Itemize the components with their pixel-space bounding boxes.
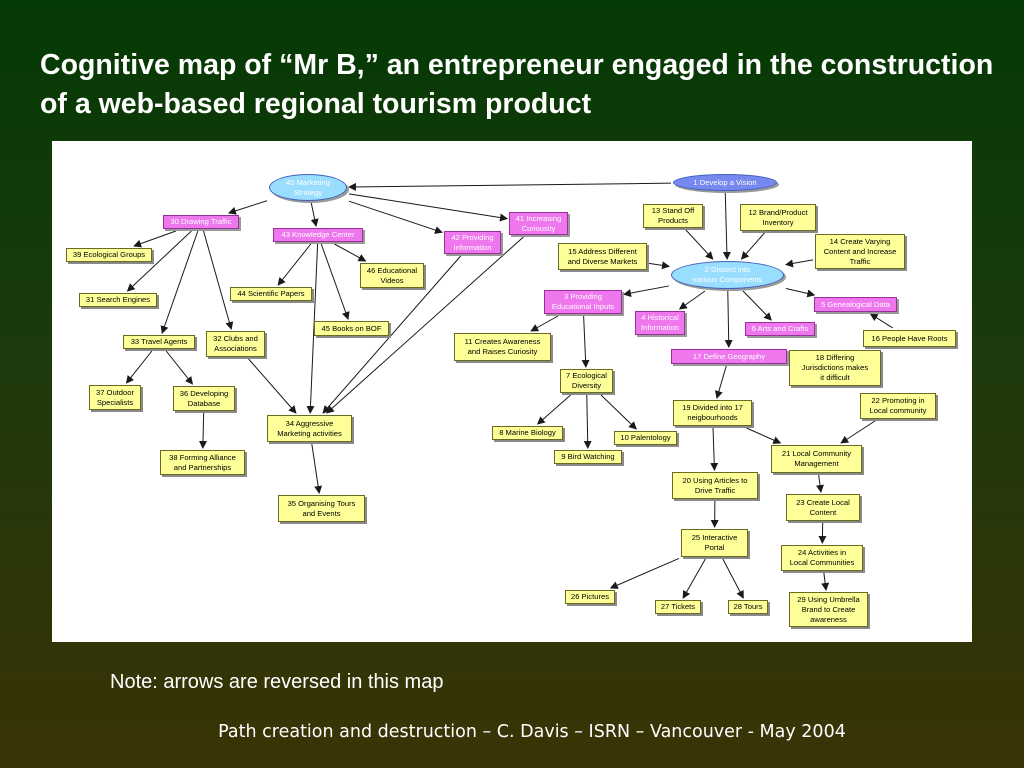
map-node-33: 33 Travel Agents [123,335,195,349]
map-edge-43-to-44 [277,243,312,286]
map-edge-30-to-33 [160,230,199,334]
map-edge-25-to-28 [722,558,744,599]
map-edge-40-to-42 [348,200,443,234]
map-edge-25-to-26 [609,557,680,589]
map-node-2: 2 Dissect into various Components [671,261,784,289]
map-node-35: 35 Organising Tours and Events [278,495,365,522]
map-edge-41-to-34 [326,236,524,414]
footer-text: Path creation and destruction – C. Davis… [218,722,846,742]
map-edge-7-to-8 [536,394,571,425]
map-node-28: 28 Tours [728,600,768,614]
map-node-37: 37 Outdoor Specialists [89,385,141,410]
map-node-13: 13 Stand Off Products [643,204,703,228]
map-node-11: 11 Creates Awareness and Raises Curiosit… [454,333,551,361]
map-node-27: 27 Tickets [655,600,701,614]
map-edge-2-to-3 [623,285,670,297]
map-edge-34-to-35 [311,443,323,494]
map-edge-30-to-39 [133,230,177,248]
slide-title: Cognitive map of “Mr B,” an entrepreneur… [40,49,994,120]
map-edge-17-to-19 [715,365,727,399]
map-node-23: 23 Create Local Content [786,494,860,521]
map-node-46: 46 Educational Videos [360,263,424,288]
map-node-12: 12 Brand/Product Inventory [740,204,816,231]
map-edge-33-to-37 [125,350,153,384]
map-edge-22-to-21 [840,420,876,444]
map-node-16: 16 People Have Roots [863,330,956,347]
map-node-36: 36 Developing Database [173,386,235,411]
map-edge-2-to-17 [724,290,733,348]
map-node-31: 31 Search Engines [79,293,157,307]
map-edge-3-to-7 [581,315,590,368]
map-node-24: 24 Activities in Local Communities [781,545,863,571]
map-node-30: 30 Drawing Traffic [163,215,239,229]
map-node-3: 3 Providing Educational Inputs [544,290,622,314]
map-node-7: 7 Ecological Diversity [560,369,613,393]
note-text: Note: arrows are reversed in this map [110,671,444,693]
map-edge-16-to-5 [869,313,894,329]
map-edge-30-to-31 [126,230,192,292]
map-node-18: 18 Differing Jurisdictions makes it diff… [789,350,881,386]
map-node-10: 10 Palentology [614,431,677,445]
map-node-6: 6 Arts and Crafts [745,322,815,336]
map-edge-40-to-30 [227,200,268,215]
map-edge-12-to-2 [740,232,765,260]
map-node-4: 4 Historical Information [635,311,685,335]
map-edge-24-to-29 [821,572,830,591]
map-node-15: 15 Address Different and Diverse Markets [558,243,647,270]
map-edge-1-to-40 [348,182,672,191]
map-edge-19-to-21 [746,427,782,444]
map-node-40: 40 Marketing Strategy [269,174,347,201]
map-node-8: 8 Marine Biology [492,426,563,440]
map-node-20: 20 Using Articles to Drive Traffic [672,472,758,499]
map-node-9: 9 Bird Watching [554,450,622,464]
map-node-19: 19 Divided into 17 neigbourhoods [673,400,752,426]
map-edge-40-to-41 [348,193,508,222]
map-node-43: 43 Knowledge Center [273,228,363,242]
map-node-14: 14 Create Varying Content and Increase T… [815,234,905,269]
map-edge-13-to-2 [685,229,714,260]
map-edge-43-to-46 [334,243,367,262]
map-edge-36-to-38 [199,412,208,449]
map-edge-30-to-32 [203,230,234,330]
map-node-32: 32 Clubs and Associations [206,331,265,357]
map-node-38: 38 Forming Alliance and Partnerships [160,450,245,475]
map-edge-42-to-34 [322,255,462,414]
map-edge-15-to-2 [648,261,670,270]
map-node-29: 29 Using Umbrella Brand to Create awaren… [789,592,868,627]
map-node-17: 17 Define Geography [671,349,787,364]
map-node-1: 1 Develop a Vision [673,174,777,191]
map-edge-2-to-6 [742,290,772,321]
map-edge-14-to-2 [785,259,814,268]
map-edge-43-to-34 [306,243,319,414]
map-node-39: 39 Ecological Groups [66,248,152,262]
cognitive-map-edges [125,182,894,599]
map-edge-2-to-4 [678,290,706,310]
map-edge-32-to-34 [248,358,297,414]
map-node-22: 22 Promoting in Local community [860,393,936,419]
map-edge-33-to-36 [165,350,194,385]
map-node-45: 45 Books on BOF [314,321,389,336]
map-node-25: 25 Interactive Portal [681,529,748,557]
map-edge-21-to-23 [816,474,824,493]
map-node-42: 42 Providing Information [444,231,501,254]
map-node-26: 26 Pictures [565,590,615,604]
map-edge-3-to-11 [530,315,559,332]
map-edge-25-to-27 [682,558,706,599]
map-node-34: 34 Aggressive Marketing activities [267,415,352,442]
map-edge-1-to-2 [722,192,731,260]
map-edge-7-to-9 [583,394,592,449]
map-edge-43-to-45 [320,243,350,320]
map-edge-40-to-43 [310,202,319,227]
map-node-44: 44 Scientific Papers [230,287,312,301]
map-node-5: 5 Genealogical Data [814,297,897,312]
cognitive-map-panel: 1 Develop a Vision 2 Dissect into various… [52,141,972,642]
map-edge-19-to-20 [710,427,719,471]
map-node-21: 21 Local Community Management [771,445,862,473]
map-edge-7-to-10 [600,394,637,430]
map-edge-2-to-5 [785,287,816,298]
map-node-41: 41 Increasing Curiousity [509,212,568,235]
